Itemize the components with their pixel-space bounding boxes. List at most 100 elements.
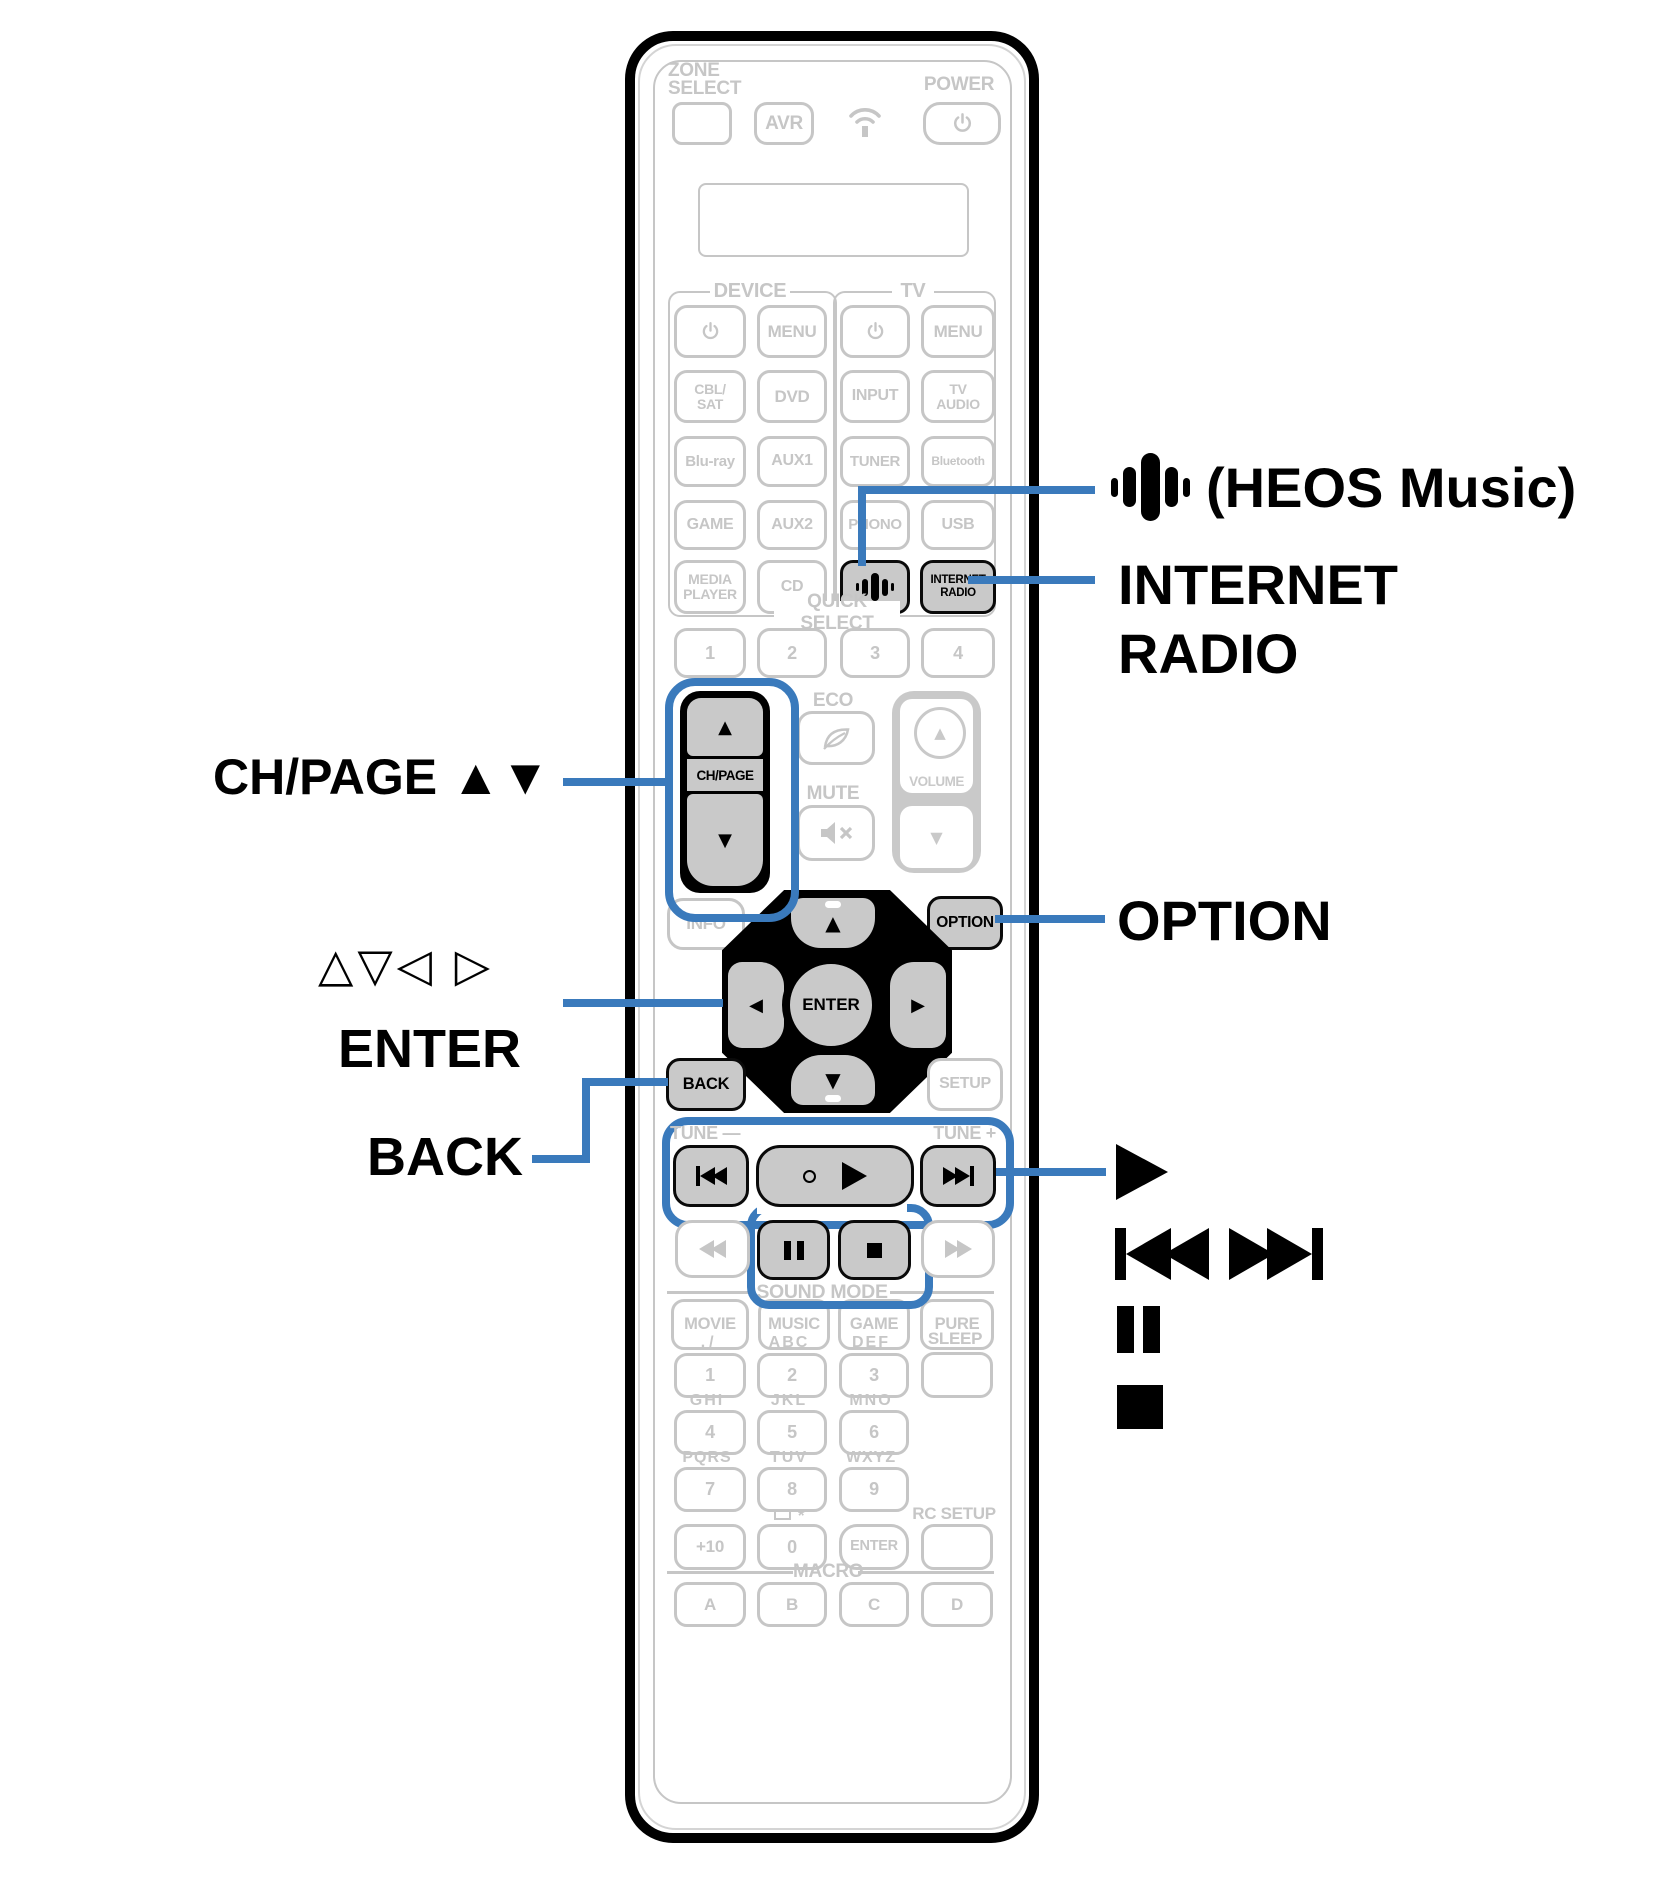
cursor-left-button[interactable]: ◀ bbox=[728, 962, 784, 1048]
sleep-label: SLEEP bbox=[927, 1329, 983, 1348]
power-label: POWER bbox=[923, 74, 995, 95]
ch-page-cluster-label: CH/PAGE bbox=[687, 759, 763, 791]
back-callout-line-1 bbox=[532, 1155, 590, 1163]
digit-5-button[interactable]: 5 bbox=[757, 1410, 827, 1455]
digit-4-button[interactable]: 4 bbox=[674, 1410, 746, 1455]
pure-button[interactable]: PURE bbox=[920, 1299, 994, 1350]
sound-mode-label: SOUND MODE bbox=[756, 1281, 888, 1303]
macro-bracket-left bbox=[667, 1571, 793, 1574]
plus-10-button[interactable]: +10 bbox=[674, 1524, 746, 1570]
enter-callout-label: ENTER bbox=[338, 1019, 522, 1079]
device-power-button[interactable] bbox=[674, 305, 746, 358]
keypad-enter-button[interactable]: ENTER bbox=[839, 1524, 909, 1570]
display-window bbox=[698, 183, 969, 257]
input-button[interactable]: INPUT bbox=[840, 370, 910, 423]
digit-1-button[interactable]: 1 bbox=[674, 1353, 746, 1398]
setup-button[interactable]: SETUP bbox=[927, 1058, 1003, 1111]
back-button[interactable]: BACK bbox=[666, 1058, 746, 1111]
alpha-label-2: ABC bbox=[768, 1334, 810, 1351]
quick-select-1-button[interactable]: 1 bbox=[674, 628, 746, 678]
channel-page-down-button[interactable]: ▼ bbox=[687, 794, 763, 886]
volume-down-button[interactable]: ▼ bbox=[900, 806, 973, 868]
pause-button[interactable] bbox=[757, 1220, 830, 1280]
eco-button[interactable] bbox=[797, 711, 875, 765]
macro-c-button[interactable]: C bbox=[839, 1582, 909, 1627]
cursor-enter-callout-line bbox=[563, 999, 723, 1007]
volume-up-button[interactable]: ▲ VOLUME bbox=[900, 699, 973, 793]
digit-0-button[interactable]: 0 bbox=[757, 1524, 827, 1570]
info-button[interactable]: INFO bbox=[667, 898, 745, 950]
tuner-button[interactable]: TUNER bbox=[840, 436, 910, 487]
power-icon bbox=[953, 113, 971, 132]
bluray-button[interactable]: Blu-ray bbox=[674, 436, 746, 487]
tv-audio-button[interactable]: TV AUDIO bbox=[921, 370, 995, 423]
internet-radio-callout-line bbox=[968, 576, 1095, 584]
macro-label: MACRO bbox=[793, 1561, 864, 1582]
option-button[interactable]: OPTION bbox=[927, 896, 1003, 950]
digit-9-button[interactable]: 9 bbox=[839, 1467, 909, 1512]
mute-speaker-icon bbox=[821, 822, 853, 844]
heos-callout-line bbox=[858, 486, 1095, 494]
tv-menu-button[interactable]: MENU bbox=[921, 305, 995, 358]
internet-radio-callout-line1: INTERNET bbox=[1118, 553, 1398, 616]
cursor-pad: ▲ ▼ ◀ ▶ ENTER bbox=[722, 890, 952, 1113]
skip-back-button[interactable] bbox=[673, 1145, 749, 1207]
phono-button[interactable]: PHONO bbox=[840, 500, 910, 550]
ch-page-callout-line bbox=[563, 778, 667, 786]
skip-forward-button[interactable] bbox=[920, 1145, 996, 1207]
volume-label: VOLUME bbox=[909, 774, 964, 789]
volume-up-icon: ▲ bbox=[914, 707, 966, 759]
heos-icon bbox=[1108, 453, 1192, 521]
cursor-down-indicator bbox=[825, 1095, 841, 1102]
aux2-button[interactable]: AUX2 bbox=[757, 500, 827, 550]
play-button[interactable] bbox=[756, 1145, 914, 1207]
digit-6-button[interactable]: 6 bbox=[839, 1410, 909, 1455]
mute-button[interactable] bbox=[797, 805, 875, 861]
heos-callout-label: (HEOS Music) bbox=[1108, 453, 1576, 521]
digit-7-button[interactable]: 7 bbox=[674, 1467, 746, 1512]
enter-button[interactable]: ENTER bbox=[782, 956, 880, 1054]
quick-select-3-button[interactable]: 3 bbox=[840, 628, 910, 678]
zone-select-button[interactable] bbox=[672, 102, 732, 145]
ch-page-highlight-outline bbox=[665, 678, 799, 922]
digit-8-button[interactable]: 8 bbox=[757, 1467, 827, 1512]
device-menu-button[interactable]: MENU bbox=[757, 305, 827, 358]
remote-inner-outline bbox=[638, 44, 1026, 1830]
tv-power-button[interactable] bbox=[840, 305, 910, 358]
channel-page-up-button[interactable]: ▲ bbox=[687, 698, 763, 756]
fast-forward-button[interactable] bbox=[921, 1220, 995, 1278]
internet-radio-button[interactable]: INTERNET RADIO bbox=[920, 560, 996, 614]
option-callout-line bbox=[995, 915, 1105, 923]
rewind-button[interactable] bbox=[675, 1220, 750, 1278]
option-callout-label: OPTION bbox=[1117, 889, 1332, 952]
digit-3-button[interactable]: 3 bbox=[839, 1353, 909, 1398]
media-player-button[interactable]: MEDIA PLAYER bbox=[674, 560, 746, 614]
alpha-label-8: TUV bbox=[770, 1449, 808, 1466]
digit-2-button[interactable]: 2 bbox=[757, 1353, 827, 1398]
alpha-label-3: DEF bbox=[852, 1334, 890, 1351]
mute-label: MUTE bbox=[806, 783, 860, 804]
cbl-sat-button[interactable]: CBL/ SAT bbox=[674, 370, 746, 423]
aux1-button[interactable]: AUX1 bbox=[757, 436, 827, 487]
bluetooth-button[interactable]: Bluetooth bbox=[921, 436, 995, 487]
device-group-label: DEVICE bbox=[710, 279, 790, 303]
movie-button[interactable]: MOVIE bbox=[671, 1299, 749, 1350]
dvd-button[interactable]: DVD bbox=[757, 370, 827, 423]
sleep-button[interactable] bbox=[921, 1352, 993, 1398]
macro-a-button[interactable]: A bbox=[674, 1582, 746, 1627]
stop-button[interactable] bbox=[838, 1220, 911, 1280]
quick-select-2-button[interactable]: 2 bbox=[757, 628, 827, 678]
game-button[interactable]: GAME bbox=[674, 500, 746, 550]
power-button[interactable] bbox=[923, 102, 1001, 145]
macro-b-button[interactable]: B bbox=[757, 1582, 827, 1627]
macro-d-button[interactable]: D bbox=[921, 1582, 993, 1627]
cursor-right-button[interactable]: ▶ bbox=[890, 962, 946, 1048]
power-icon bbox=[867, 322, 883, 340]
rc-setup-button[interactable] bbox=[921, 1524, 993, 1570]
quick-select-4-button[interactable]: 4 bbox=[921, 628, 995, 678]
avr-button[interactable]: AVR bbox=[754, 102, 814, 145]
heos-icon bbox=[855, 573, 896, 601]
alpha-label-7: PQRS bbox=[682, 1449, 732, 1466]
usb-button[interactable]: USB bbox=[921, 500, 995, 550]
